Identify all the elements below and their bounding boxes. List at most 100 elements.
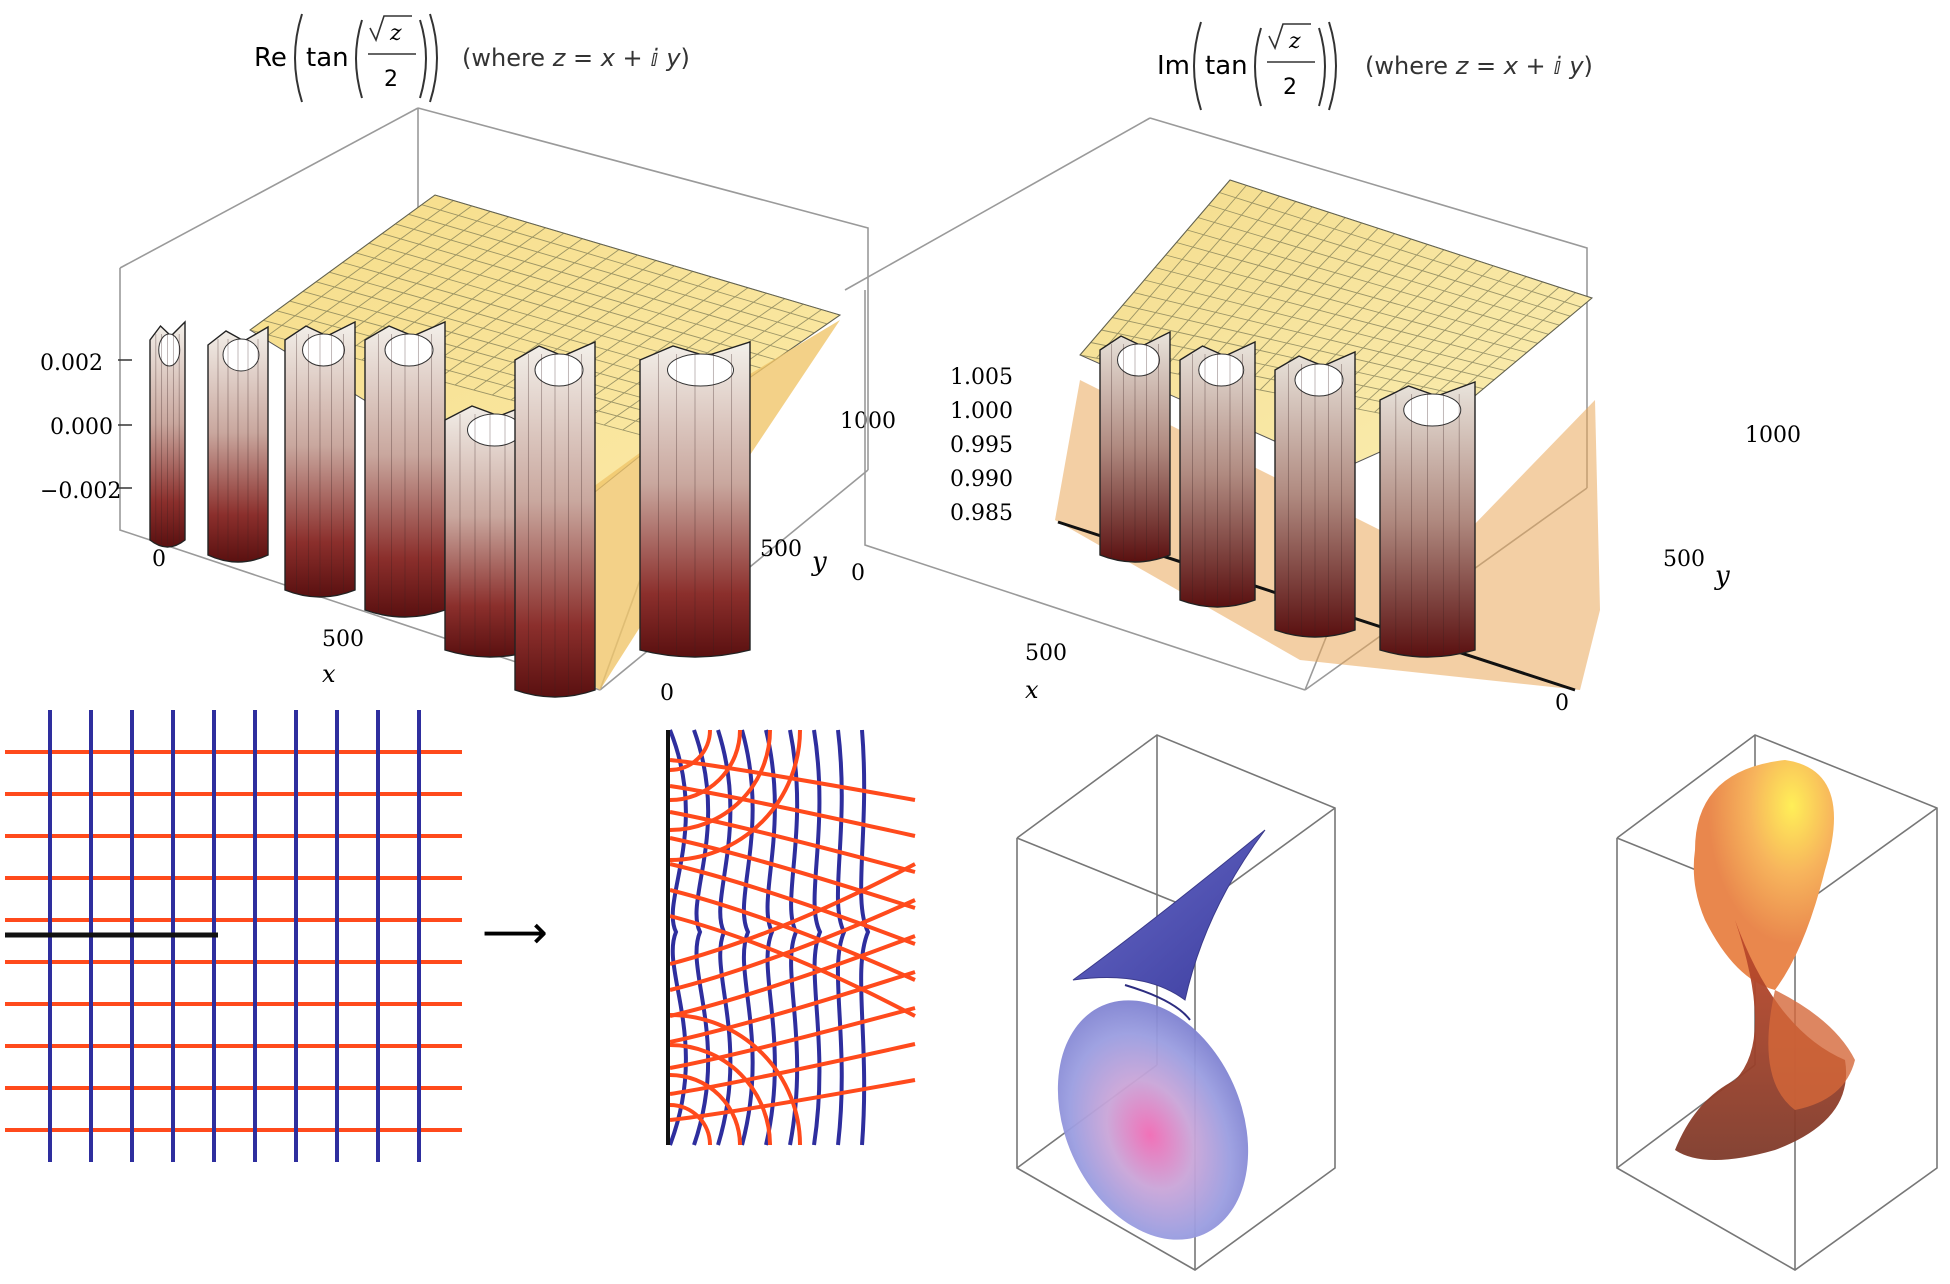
re-title-op: tan [306, 43, 349, 73]
mapped-horizontal-curve [669, 914, 916, 1018]
mapped-grid [668, 729, 916, 1146]
im-note-x: x [1503, 52, 1519, 80]
surface-wall [1179, 340, 1256, 608]
im-x-axis: 0 500 x [851, 561, 1067, 704]
im-z-tick-3: 0.990 [950, 467, 1013, 492]
re-surface-plot: Re tan z 2 (where z = x + ⅈ y) 0.002 0. [40, 13, 896, 706]
mapped-vertical-curve [668, 729, 688, 1146]
re-y-tick-0: 0 [660, 681, 674, 706]
mesh-line [382, 233, 789, 352]
mapped-horizontal-curve [669, 934, 916, 1018]
mesh-line [1165, 254, 1527, 353]
mesh-line [1122, 304, 1484, 390]
im-note-i: ⅈ [1553, 52, 1561, 80]
im-y-label: y [1714, 561, 1730, 591]
wall-opening [384, 333, 434, 367]
mapped-arc [669, 729, 772, 832]
re-note-suffix: ) [681, 44, 690, 72]
re-note-i: ⅈ [650, 44, 658, 72]
mesh-line [395, 223, 802, 343]
re-title-radicand: z [389, 21, 402, 46]
mapped-horizontal-curve [669, 862, 916, 966]
wall-opening [1403, 393, 1462, 427]
im-title-op: tan [1205, 51, 1248, 81]
im-surface-walls [1099, 330, 1476, 658]
re-note-eq: = [565, 44, 600, 72]
re-z-tick-0: 0.002 [40, 351, 103, 376]
mapping-arrow: ⟶ [482, 905, 548, 959]
im-note-suffix: ) [1584, 52, 1593, 80]
mapped-horizontal-curve [669, 1078, 916, 1122]
mesh-line [1219, 192, 1582, 308]
mapped-vertical-curve [764, 729, 777, 1146]
mapped-horizontal-curve [669, 836, 916, 910]
mapped-arc [669, 729, 712, 772]
mesh-line [1197, 217, 1560, 326]
re-title-denominator: 2 [384, 67, 398, 92]
surface-wall [284, 320, 356, 598]
mapped-arc [669, 729, 802, 862]
wall-opening [1198, 353, 1245, 387]
im-y-tick-1: 500 [1663, 547, 1705, 572]
surface-wall [639, 341, 751, 658]
re-x-axis: 0 500 x [152, 547, 364, 688]
im-x-tick-0: 0 [851, 561, 865, 586]
mapped-horizontal-curve [669, 862, 916, 946]
re-y-tick-2: 1000 [840, 409, 896, 434]
mapped-vertical-curve [740, 729, 755, 1146]
re-x-label: x [322, 660, 336, 688]
re-title-func: Re [254, 43, 287, 73]
wall-opening [534, 353, 584, 387]
re-note-plus: + [615, 44, 650, 72]
riemann-surfaces [1016, 734, 1938, 1271]
mapped-arc [669, 1043, 772, 1146]
im-y-tick-0: 0 [1555, 691, 1569, 716]
im-surface-plot: Im tan z 2 (where z = x + ⅈ y) 0 500 x [844, 21, 1801, 716]
mesh-line [355, 252, 763, 370]
source-grid [5, 710, 462, 1162]
im-surface [1055, 179, 1600, 692]
re-title: Re tan z 2 (where z = x + ⅈ y) [254, 13, 690, 103]
mesh-line [1144, 279, 1506, 372]
im-z-tick-0: 1.005 [950, 365, 1013, 390]
surface-wall [149, 320, 186, 548]
wall-opening [302, 333, 345, 367]
im-z-tick-4: 0.985 [950, 501, 1013, 526]
mesh-line [1133, 292, 1495, 381]
surface-wall [1099, 330, 1171, 563]
im-note-y: y [1568, 52, 1584, 80]
surface-wall [207, 325, 269, 563]
re-surface [149, 194, 842, 698]
mesh-line [408, 213, 815, 334]
im-z-tick-1: 1.000 [950, 399, 1013, 424]
im-x-label: x [1025, 676, 1039, 704]
wall-opening [1294, 363, 1344, 397]
mesh-line [1187, 229, 1549, 335]
mesh-line [1229, 179, 1593, 299]
svg-text:(where z = x + ⅈ y): (where z = x + ⅈ y) [462, 44, 690, 72]
re-note-prefix: (where [462, 44, 553, 72]
mapped-horizontal-curve [669, 758, 916, 802]
re-note-x: x [600, 44, 616, 72]
re-note-y: y [665, 44, 681, 72]
wall-opening [1117, 343, 1160, 377]
svg-text:(where z = x + ⅈ y): (where z = x + ⅈ y) [1365, 52, 1593, 80]
re-z-axis: 0.002 0.000 −0.002 [40, 351, 132, 504]
mapped-vertical-curve [692, 729, 711, 1146]
re-y-tick-1: 500 [760, 537, 802, 562]
surface-wall [514, 340, 596, 698]
mapped-vertical-curve [835, 729, 847, 1146]
re-z-tick-2: −0.002 [40, 479, 121, 504]
mapped-arc [669, 729, 742, 802]
mesh-line [1176, 242, 1538, 344]
im-y-tick-2: 1000 [1745, 423, 1801, 448]
im-y-axis: 0 500 1000 y [1555, 423, 1801, 716]
mesh-line [421, 204, 828, 325]
im-title-radicand: z [1288, 29, 1301, 54]
surface-wall [1274, 350, 1356, 638]
im-note-eq: = [1468, 52, 1503, 80]
mesh-line [434, 194, 841, 316]
mapped-horizontal-curve [669, 784, 916, 838]
mapped-arc [669, 1103, 712, 1146]
wall-opening [667, 353, 734, 387]
